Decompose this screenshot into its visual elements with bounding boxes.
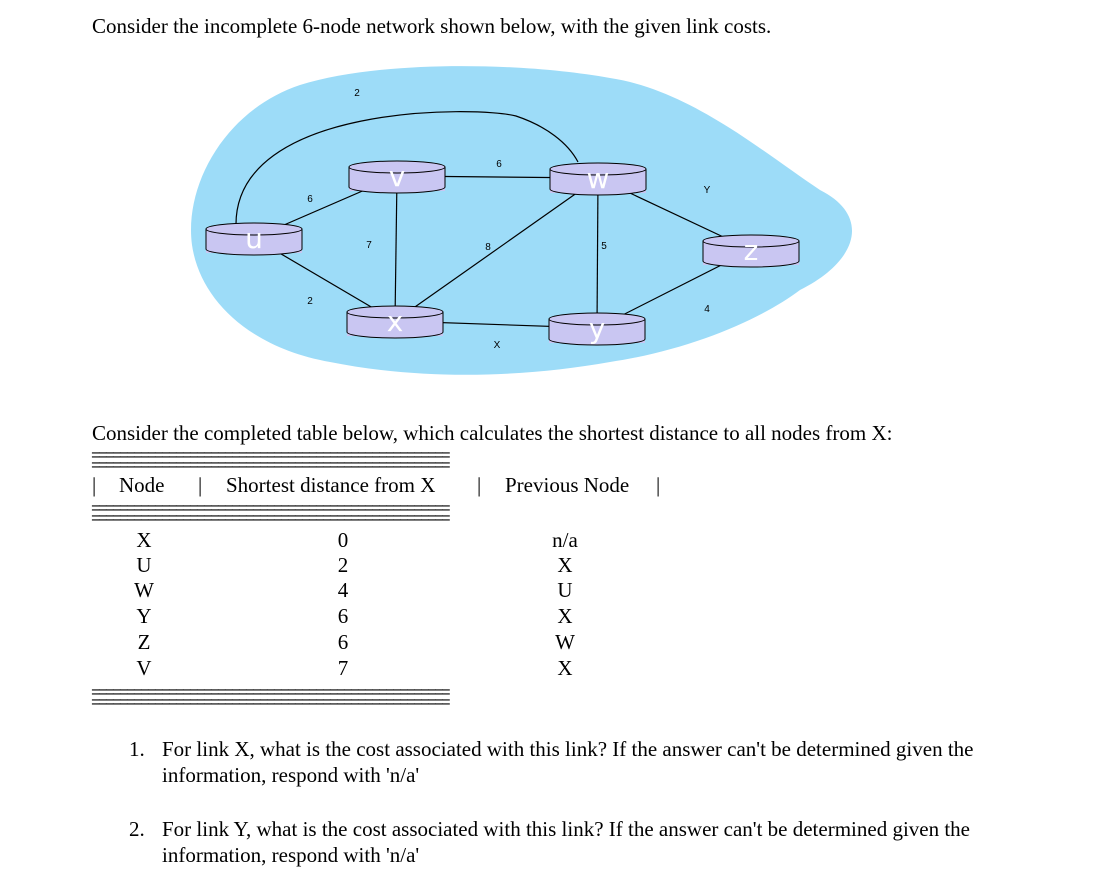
table-cell-node: Y [136,604,152,628]
question-text: For link X, what is the cost associated … [162,737,974,787]
node-label: y [589,312,606,345]
table-separator-header: ========================================… [91,500,451,528]
node-y: y [548,312,646,346]
node-label: v [389,160,406,193]
table-cell-previous: X [557,604,573,628]
edge-cost-label: 6 [307,194,313,205]
table-cell-distance: 4 [337,578,349,602]
node-label: u [245,222,263,255]
header-bar: | [656,473,661,497]
table-cell-node: V [136,656,152,680]
intro-text: Consider the incomplete 6-node network s… [92,14,772,38]
table-intro-text: Consider the completed table below, whic… [92,421,893,445]
table-cell-distance: 6 [337,604,349,628]
table-cell-previous: W [555,630,575,654]
header-bar: | [92,473,97,497]
table-cell-node: X [136,528,152,552]
edge-cost-label: 5 [601,241,607,252]
node-label: x [387,305,404,338]
node-v: v [348,160,446,194]
table-separator-top: ========================================… [91,447,451,475]
edge-cost-label: X [494,340,501,351]
edge-labels-layer: 2 6 2 6 7 8 5X Y 4 [307,88,710,351]
table-cell-node: U [136,553,152,577]
edge-cost-label: 2 [307,296,313,307]
question-text: For link Y, what is the cost associated … [162,817,971,867]
header-bar: | [198,473,203,497]
header-previous: Previous Node [505,473,630,497]
edge-cost-label: 6 [496,159,502,170]
edge-u-w [235,111,579,227]
node-label: z [744,234,759,267]
header-bar: | [477,473,482,497]
header-distance: Shortest distance from X [226,473,436,497]
table-cell-previous: n/a [552,528,578,552]
table-cell-distance: 0 [337,528,349,552]
node-x: x [346,305,444,339]
table-cell-node: Z [137,630,151,654]
header-node: Node [119,473,165,497]
network-diagram: 2 6 2 6 7 8 5X Y 4 u v w x y z [191,66,853,375]
node-z: z [702,234,800,268]
edge-cost-label: 7 [366,240,372,251]
table-cell-distance: 7 [337,656,349,680]
question-number: 2. [129,817,145,841]
table-cell-previous: U [557,578,573,602]
table-cell-previous: X [557,553,573,577]
node-u: u [205,222,303,256]
table-cell-distance: 6 [337,630,349,654]
edge-cost-label: Y [704,185,711,196]
table-cell-previous: X [557,656,573,680]
edge-v-x [394,175,398,322]
network-cloud [191,66,853,375]
edge-cost-label: 4 [704,304,710,315]
table-cell-distance: 2 [337,553,349,577]
edge-x-w [394,177,599,322]
edge-cost-label: 2 [354,88,360,99]
question-number: 1. [129,737,145,761]
edge-cost-label: 8 [485,242,491,253]
table-separator-bottom: ========================================… [91,684,451,712]
edge-w-y [596,177,599,329]
node-label: w [587,162,610,195]
table-cell-node: W [134,578,154,602]
nodes-layer: u v w x y z [205,160,800,346]
node-w: w [549,162,647,196]
